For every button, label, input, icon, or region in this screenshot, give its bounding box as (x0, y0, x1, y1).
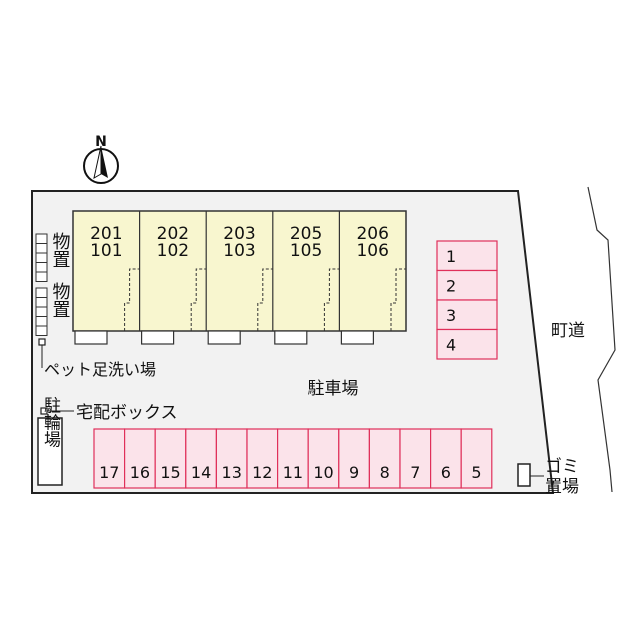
unit-lower-number: 106 (356, 241, 388, 261)
parking-space-number: 15 (160, 463, 180, 482)
storage-shed (35, 243, 48, 254)
parking-space-number: 17 (99, 463, 119, 482)
staircase-outline (323, 268, 340, 331)
unit-upper-number: 206 (356, 224, 388, 244)
compass-label: N (95, 134, 107, 150)
unit-lower-number: 101 (90, 241, 122, 261)
unit-upper-number: 205 (290, 224, 322, 244)
parking-space-number: 7 (410, 463, 420, 482)
entry-porch (274, 330, 308, 345)
pet-wash-marker (38, 338, 46, 346)
parking-space (436, 299, 498, 331)
building-outline (72, 210, 407, 332)
garbage-label-line2: 置場 (545, 477, 579, 497)
staircase-outline (390, 268, 406, 331)
staircase-outline (190, 268, 207, 331)
storage-shed (35, 306, 48, 317)
garbage-label-line1: ゴミ (545, 456, 579, 477)
north-compass-icon (83, 145, 119, 184)
road-label: 町道 (551, 321, 585, 341)
unit-upper-number: 201 (90, 224, 122, 244)
parking-space-number: 6 (441, 463, 451, 482)
parking-space (436, 240, 498, 272)
parking-space-number: 1 (446, 247, 456, 266)
parking-label: 駐車場 (308, 379, 359, 399)
staircase-outline (124, 268, 140, 331)
parking-space-number: 11 (283, 463, 303, 482)
parking-space (436, 328, 498, 360)
parking-space-number: 2 (446, 277, 456, 296)
storage-shed (35, 287, 48, 298)
entry-porch (74, 330, 108, 345)
parking-space-number: 12 (252, 463, 272, 482)
parking-space (399, 428, 432, 489)
parking-space-number: 16 (130, 463, 150, 482)
entry-porch (207, 330, 241, 345)
unit-lower-number: 105 (290, 241, 322, 261)
parking-space-number: 10 (313, 463, 333, 482)
storage-sheds (35, 233, 48, 336)
parking-space-number: 13 (222, 463, 242, 482)
unit-upper-number: 203 (223, 224, 255, 244)
parking-space-number: 9 (349, 463, 359, 482)
bicycle-parking-label: 駐輪場 (40, 396, 61, 448)
parking-space (460, 428, 493, 489)
storage-shed (35, 262, 48, 273)
storage-shed (35, 325, 48, 336)
parking-spaces-bottom: 17 16 15 14 13 12 11 10 9 8 7 6 5 (93, 428, 493, 489)
parking-space (307, 428, 340, 489)
parking-space-number: 8 (380, 463, 390, 482)
entry-porch (141, 330, 175, 345)
road-edge (587, 186, 616, 493)
unit-lower-number: 102 (157, 241, 189, 261)
parking-space-number: 14 (191, 463, 211, 482)
storage-shed (35, 252, 48, 263)
parking-space-number: 4 (446, 336, 456, 355)
storage-label-top: 物置 (50, 232, 71, 268)
staircase-outline (257, 268, 273, 331)
storage-shed (35, 271, 48, 282)
parking-space (154, 428, 187, 489)
unit-lower-number: 103 (223, 241, 255, 261)
bicycle-parking-area (37, 417, 63, 486)
garbage-area (517, 463, 531, 487)
unit-upper-number: 202 (157, 224, 189, 244)
delivery-box-label: 宅配ボックス (76, 403, 178, 423)
parking-space (123, 428, 156, 489)
parking-space-number: 3 (446, 306, 456, 325)
storage-shed (35, 233, 48, 244)
parking-spaces-right: 1 2 3 4 (436, 240, 498, 360)
parking-space (436, 269, 498, 301)
storage-label-bottom: 物置 (50, 282, 71, 318)
parking-space-number: 5 (471, 463, 481, 482)
parking-space (430, 428, 462, 489)
storage-shed (35, 316, 48, 327)
pet-wash-label: ペット足洗い場 (44, 360, 156, 379)
entry-porch (340, 330, 374, 345)
parking-space (338, 428, 370, 489)
storage-shed (35, 297, 48, 308)
